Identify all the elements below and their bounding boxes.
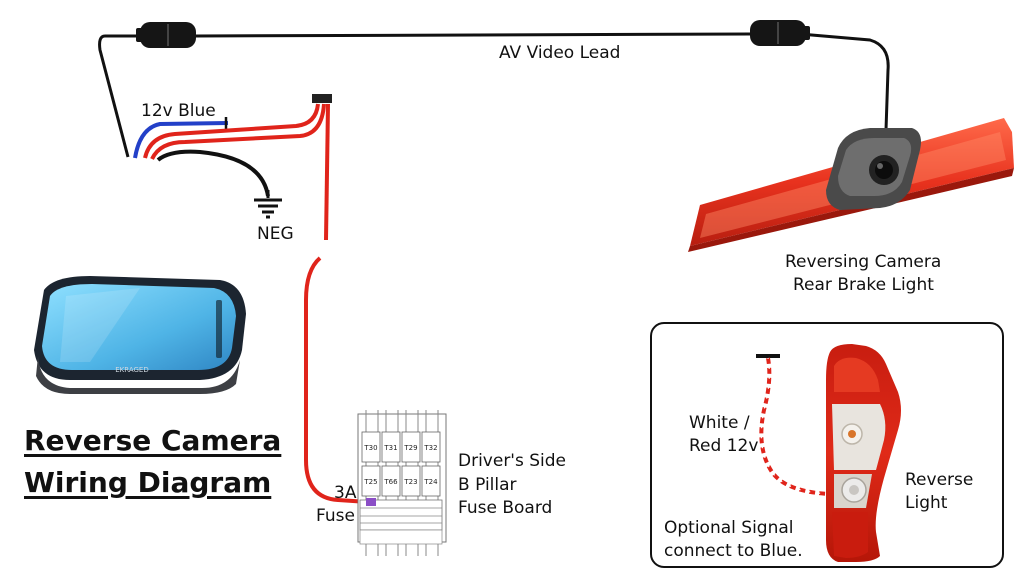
fuse-slot-label: T25	[363, 478, 377, 486]
fuse-slot	[381, 465, 401, 497]
diagram-title-line-2: Wiring Diagram	[24, 466, 272, 499]
ground-icon	[254, 198, 282, 219]
negative-wire	[156, 149, 270, 197]
diagram-title-line-1: Reverse Camera	[24, 424, 282, 457]
fuse-slot-label: T32	[423, 444, 437, 452]
fuse-slot-label: T30	[363, 444, 377, 452]
fuse-slot-label: T31	[383, 444, 397, 452]
optional-signal-inset	[650, 322, 1004, 568]
fuse-amp-label: 3A	[334, 483, 357, 503]
fuse-board-label-line-2: B Pillar	[458, 475, 517, 495]
fuse-slot	[401, 431, 421, 463]
av-video-lead-wire	[98, 34, 150, 158]
white-red-label-line-2: Red 12v	[689, 436, 759, 456]
fuse-slot-label: T24	[423, 478, 438, 486]
camera-label-line-1: Reversing Camera	[785, 252, 942, 272]
fuse-board-label-line-3: Fuse Board	[458, 498, 553, 518]
red-power-wire-1	[143, 103, 320, 159]
fuse-slot	[421, 465, 441, 497]
red-feed-wire-top	[324, 103, 330, 241]
fuse-slot-label: T66	[383, 478, 398, 486]
fuse-slot	[381, 431, 401, 463]
camera-label-line-2: Rear Brake Light	[793, 275, 934, 295]
fuse-board-label-line-1: Driver's Side	[458, 451, 567, 471]
blue-12v-wire	[133, 121, 229, 159]
fuse-slot-label: T23	[403, 478, 417, 486]
mirror-monitor-icon: EKRAGED	[34, 276, 246, 394]
fuse-label: Fuse	[316, 506, 355, 526]
wire-junction	[312, 94, 332, 103]
fuse-slot	[401, 465, 421, 497]
tail-light-icon	[826, 344, 901, 562]
av-video-lead-label: AV Video Lead	[499, 43, 621, 63]
red-power-wire-2	[150, 103, 326, 160]
red-feed-wire-bottom	[304, 256, 369, 504]
reversing-camera-brake-light-icon	[688, 118, 1014, 252]
white-red-label-line-1: White /	[689, 413, 750, 433]
av-video-lead-wire-right	[799, 32, 890, 131]
monitor-brand-text: EKRAGED	[115, 366, 149, 374]
reverse-light-label-line-2: Light	[905, 493, 948, 513]
fuse-slot	[361, 465, 381, 497]
fuse-slot	[361, 431, 381, 463]
reverse-light-label-line-1: Reverse	[905, 470, 974, 490]
neg-label: NEG	[257, 224, 294, 244]
av-video-lead-wire-top	[194, 32, 751, 38]
fuse-slot-label: T29	[403, 444, 417, 452]
optional-signal-label-line-2: connect to Blue.	[664, 541, 803, 561]
fuse-3a-icon	[366, 498, 376, 506]
fuse-slot	[421, 431, 441, 463]
optional-signal-label-line-1: Optional Signal	[664, 518, 794, 538]
blue-12v-label: 12v Blue	[141, 101, 216, 121]
